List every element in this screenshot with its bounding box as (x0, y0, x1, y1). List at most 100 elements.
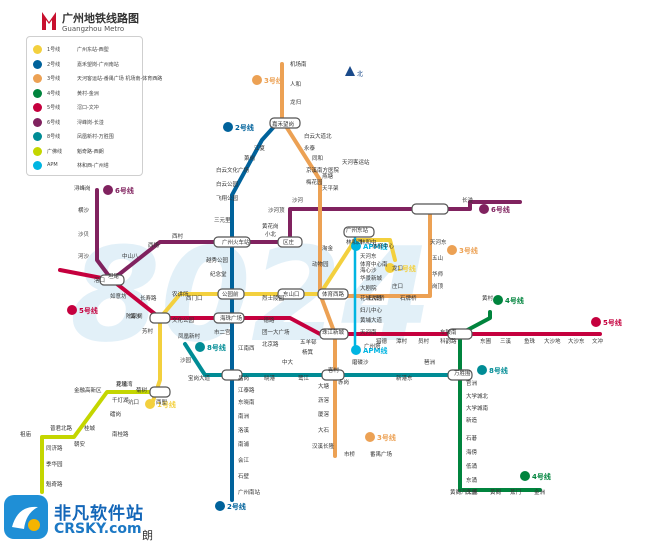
station-label: 白云公园 (216, 180, 239, 188)
station-label: 金融高新区 (74, 386, 102, 394)
station-label: 梅花园 (306, 178, 323, 186)
station-label: 赤岗 (338, 378, 349, 386)
svg-text:APM线: APM线 (363, 346, 388, 355)
legend-color-dot-icon (33, 146, 42, 156)
station-label: 长寿路 (140, 294, 157, 302)
station-label: 沥滘 (318, 396, 330, 404)
line-badge: 8号线 (195, 342, 226, 352)
station-label: 小北 (265, 230, 277, 238)
station-label: 大沙东 (568, 337, 585, 345)
station-label: 林和西 (346, 238, 363, 246)
station-label: 同和 (312, 154, 323, 162)
station-label: 团一大广场 (262, 328, 290, 336)
station-label: 珠江新城 (322, 328, 345, 336)
station-label: 南浦 (238, 440, 250, 448)
station-label: 淘金 (322, 244, 334, 252)
map-subtitle: Guangzhou Metro (62, 25, 125, 33)
station-label: 鹭江 (298, 374, 310, 382)
station-label: 文化公园 (172, 316, 195, 324)
station-label: 南洲 (238, 412, 250, 420)
line-badge: 5号线 (591, 317, 622, 327)
station-label: 千灯湖 (112, 396, 129, 404)
station-labels: 机场南人和龙归嘉禾望岗白云大道北永泰同和京溪南方医院梅花园江夏萧岗白云文化广场白… (20, 60, 604, 496)
legend-line-desc: 广州东站-西塱 (77, 47, 109, 53)
legend-line-desc: 滘口-文冲 (77, 105, 99, 111)
station-label: 东圃 (480, 337, 492, 345)
station-label: 祖庙 (20, 430, 32, 438)
svg-text:1号线: 1号线 (397, 264, 416, 273)
station-label: 西塱 (156, 398, 168, 406)
station-label: 洛溪 (238, 426, 250, 434)
station-label: 陈家祠 (126, 312, 143, 320)
station-label: 花城大道 (360, 294, 383, 302)
station-label: 京溪南方医院 (306, 166, 340, 174)
station-label: 妇儿中心 (360, 306, 383, 314)
station-label: 黄阁 (490, 488, 501, 496)
station-label: 一德路 (258, 316, 275, 324)
station-label: 中大 (282, 358, 294, 366)
brand-tail-text: 朗 (142, 529, 153, 542)
legend-color-dot-icon (33, 161, 42, 170)
line-badge: 4号线 (520, 471, 551, 481)
legend-line-desc: 天河客运站-番禺广场 机场南-体育西路 (77, 76, 163, 82)
station-label: 黄沙 (130, 312, 142, 320)
line-badge: 2号线 (215, 501, 246, 511)
legend-line-desc: 浔峰岗-长湴 (77, 119, 104, 126)
station-label: 天河客运站 (342, 158, 370, 166)
station-label: 普君北路 (50, 424, 73, 432)
station-label: 市二宫 (214, 328, 231, 336)
station-label: 石牌桥 (368, 294, 385, 302)
station-label: 大石 (318, 426, 330, 434)
legend-color-dot-icon (33, 45, 42, 54)
brand-name-cn: 非凡软件站 (54, 504, 144, 524)
station-label: 朝安 (74, 440, 86, 448)
station-label: 西场 (148, 241, 160, 249)
station-label: 区庄 (283, 238, 295, 246)
station-label: 庆盛 (466, 488, 478, 496)
line-badge: 2号线 (223, 122, 254, 132)
svg-text:5号线: 5号线 (603, 318, 622, 327)
station-label: 海心沙 (360, 266, 377, 274)
station-label: 浔峰岗 (74, 184, 91, 192)
station-label: 花地湾 (116, 380, 133, 388)
legend-line-name: 3号线 (47, 76, 61, 82)
line-badges: 3号线2号线6号线6号线5号线3号线4号线5号线8号线8号线1号线3号线4号线2… (67, 75, 622, 511)
legend-line-name: 4号线 (47, 90, 61, 97)
station-label: 万胜围 (454, 369, 471, 377)
station-label: 琶洲 (424, 359, 436, 366)
station-label: 农讲所 (172, 290, 189, 298)
station-label: 广州南站 (238, 488, 261, 496)
line-badge: 6号线 (479, 204, 510, 214)
station-label: 天河东 (430, 238, 447, 246)
station-label: 体育中心 (372, 242, 395, 250)
station-label: 客村 (328, 366, 340, 374)
station-label: 沙河 (292, 196, 304, 204)
north-compass-icon: 北 (345, 66, 363, 78)
svg-text:8号线: 8号线 (207, 343, 226, 352)
station-label: 动物园 (312, 260, 329, 268)
interchange-markers (99, 117, 473, 398)
station-label: 白云大道北 (304, 132, 332, 140)
station-label: 烈士陵园 (262, 294, 285, 302)
station-label: 石壁 (238, 472, 250, 480)
svg-text:4号线: 4号线 (505, 296, 524, 305)
station-label: 桂城 (84, 424, 96, 432)
station-label: 大学城北 (466, 392, 489, 400)
line-badge: 3号线 (365, 432, 396, 442)
brand-name-en: CRSKY.com (54, 521, 142, 537)
station-label: 新造 (466, 416, 478, 424)
station-label: 沙园 (180, 357, 192, 364)
station-label: 黄埔大道 (360, 316, 383, 324)
station-label: 人和 (290, 80, 301, 88)
line-badge: 1号线 (145, 399, 176, 409)
station-label: 海傍 (466, 448, 478, 456)
station-label: 广州火车站 (222, 238, 250, 246)
station-label: 黄花岗 (262, 222, 279, 230)
legend-color-dot-icon (33, 103, 42, 112)
station-label: 龙口 (392, 264, 403, 272)
station-label: 宝岗大道 (188, 374, 211, 382)
station-label: 新港东 (396, 374, 413, 382)
station-label: 天平架 (322, 185, 339, 192)
station-label: 岗顶 (432, 283, 444, 290)
